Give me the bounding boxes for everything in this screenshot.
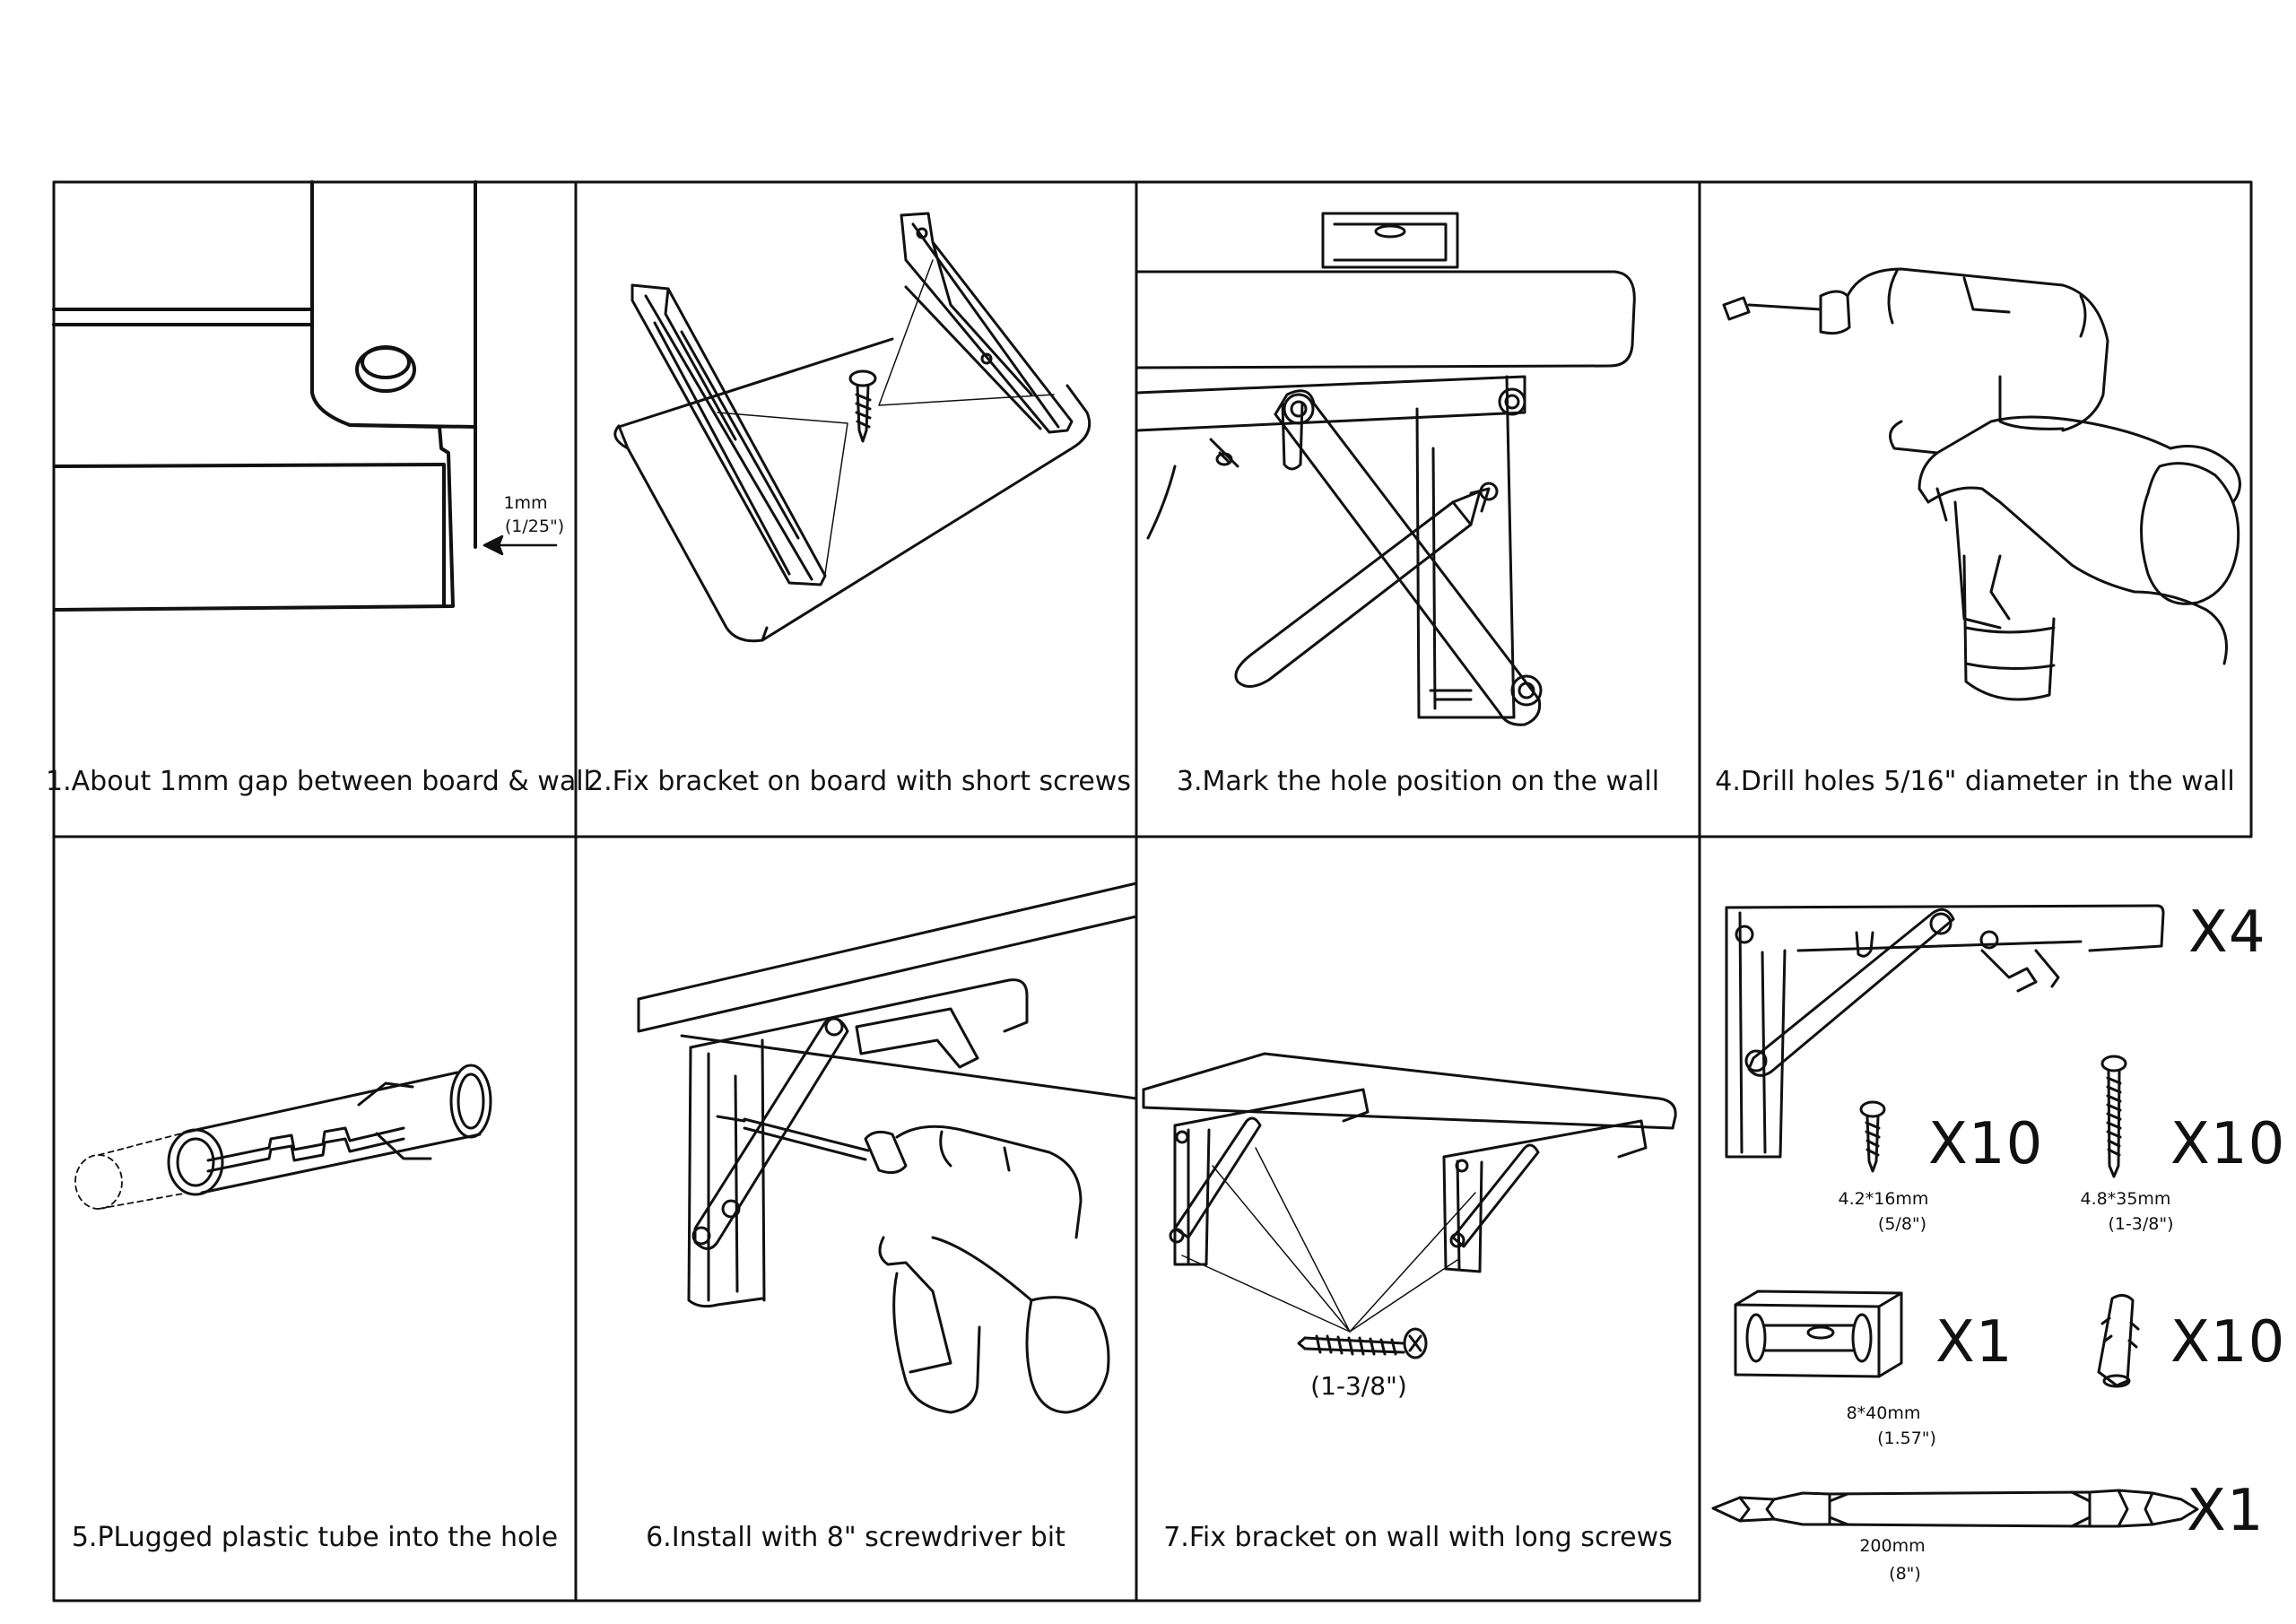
panel-2-right-bracket xyxy=(900,212,1074,434)
level-quantity: X1 xyxy=(1935,1309,2013,1376)
parts-bracket-icon xyxy=(1725,904,2165,1159)
parts-long-screw-icon xyxy=(2100,1055,2127,1178)
panel-3-level-tool xyxy=(1321,212,1459,269)
anchor-quantity: X10 xyxy=(2170,1309,2286,1376)
parts-short-screw-icon xyxy=(1859,1100,1886,1173)
long-screw-imperial: (1-3/8") xyxy=(2108,1214,2174,1234)
step-4-caption: 4.Drill holes 5/16" diameter in the wall xyxy=(1715,766,2235,797)
anchor-imperial: (1.57") xyxy=(1877,1429,1936,1448)
short-screw-quantity: X10 xyxy=(1928,1111,2044,1177)
panel-6-bracket xyxy=(687,978,1029,1308)
parts-bit-icon xyxy=(1711,1489,2199,1528)
gap-imperial-label: (1/25") xyxy=(504,517,565,536)
panel-2-short-screw-icon xyxy=(848,369,877,443)
grid-lines xyxy=(52,180,2253,1602)
panel-3-pencil xyxy=(1234,482,1499,701)
panel-7-long-screw-icon xyxy=(1297,1327,1428,1359)
bit-imperial: (8") xyxy=(1889,1564,1921,1584)
panel-5-hole xyxy=(74,1131,189,1210)
gap-arrow xyxy=(483,534,558,556)
panel-4-drill xyxy=(1722,267,2109,432)
parts-level-icon xyxy=(1734,1290,1903,1378)
step-1-caption: 1.About 1mm gap between board & wall xyxy=(46,766,591,797)
anchor-size: 8*40mm xyxy=(1846,1403,1921,1423)
step-5-caption: 5.PLugged plastic tube into the hole xyxy=(71,1522,559,1553)
panel-3-bracket xyxy=(1135,375,1543,726)
short-screw-size: 4.2*16mm xyxy=(1838,1189,1929,1209)
step-3-caption: 3.Mark the hole position on the wall xyxy=(1176,766,1660,797)
panel-5-anchor xyxy=(167,1064,492,1196)
long-screw-quantity: X10 xyxy=(2170,1111,2286,1177)
panel-2-guide-lines xyxy=(717,259,1055,575)
panel-7-left-bracket xyxy=(1169,1088,1370,1266)
panel-7-guide-lines xyxy=(1181,1147,1476,1333)
panel-2-board-illustration xyxy=(613,337,1091,643)
short-screw-imperial: (5/8") xyxy=(1877,1214,1927,1234)
long-screw-length-label: (1-3/8") xyxy=(1310,1371,1407,1401)
long-screw-size: 4.8*35mm xyxy=(2080,1189,2171,1209)
bit-quantity: X1 xyxy=(2187,1478,2265,1544)
step-7-caption: 7.Fix bracket on wall with long screws xyxy=(1163,1522,1673,1553)
bit-size: 200mm xyxy=(1859,1536,1926,1556)
panel-6-bit xyxy=(743,1117,870,1161)
bracket-quantity: X4 xyxy=(2188,899,2266,966)
panel-7-right-bracket xyxy=(1442,1119,1648,1273)
panel-4-hand xyxy=(1889,415,2241,665)
panel-4-drill-handle xyxy=(1962,554,2056,701)
step-6-caption: 6.Install with 8" screwdriver bit xyxy=(646,1522,1065,1553)
panel-7-shelf xyxy=(1142,1052,1677,1130)
panel-1-gap-illustration xyxy=(52,180,477,612)
step-2-caption: 2.Fix bracket on board with short screws xyxy=(587,766,1131,797)
parts-anchor-icon xyxy=(2097,1294,2140,1388)
panel-3-board xyxy=(1135,270,1636,369)
panel-6-shelf xyxy=(637,881,1138,1100)
gap-metric-label: 1mm xyxy=(503,493,548,513)
panel-6-drill xyxy=(864,1125,1110,1414)
panel-2-left-bracket xyxy=(631,283,827,586)
